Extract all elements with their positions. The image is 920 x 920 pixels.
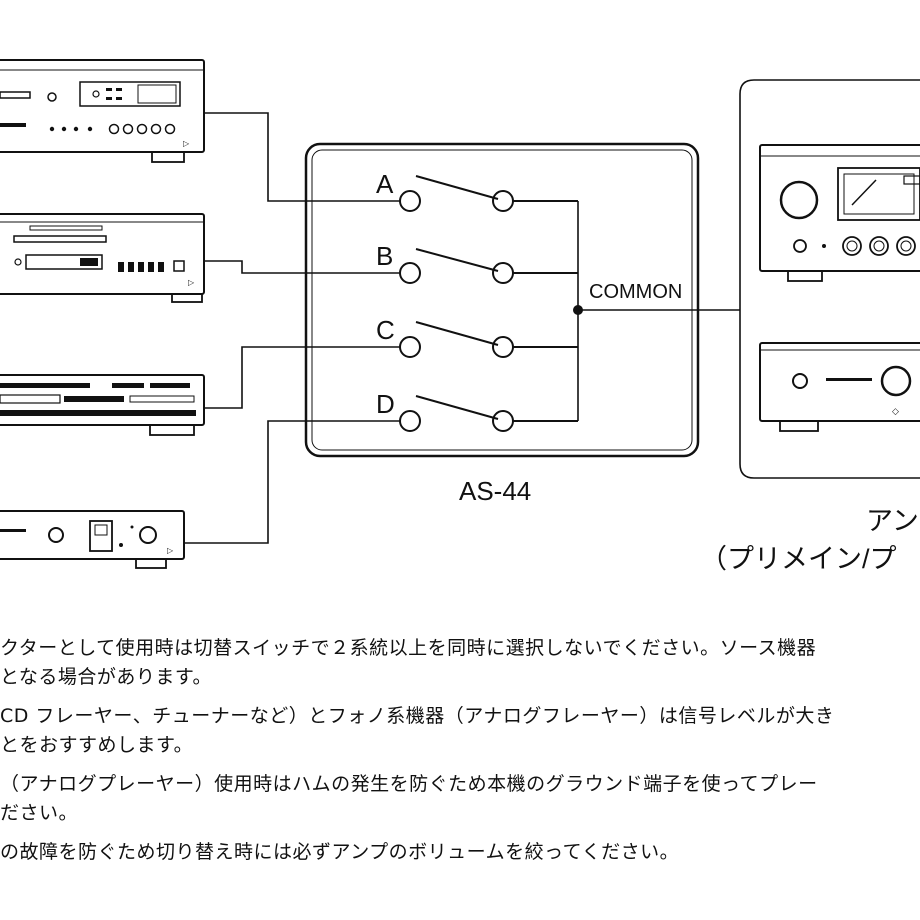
pre-amp: ◇ [759,342,920,432]
input-label-b: B [376,241,393,271]
integrated-amp [759,144,920,282]
source-device-1: ▷ [0,59,205,163]
input-wires [184,112,402,544]
source-device-2: ▷ [0,213,205,303]
note-line-1: クターとして使用時は切替スイッチで２系統以上を同時に選択しないでください。ソース… [0,637,817,659]
switch-box [304,142,740,458]
svg-text:▷: ▷ [167,546,174,555]
input-label-d: D [376,389,395,419]
amp-label-line2: （プリメイン/プ [700,544,897,574]
source-device-3 [0,374,205,436]
connection-diagram: ▷ ▷ [0,59,920,574]
switch-channel-a [399,175,578,212]
note-line-6: ださい。 [0,802,79,824]
switch-channel-b [399,248,578,284]
input-label-a: A [376,169,394,199]
model-label: AS-44 [459,476,531,506]
input-label-c: C [376,315,395,345]
note-line-4: とをおすすめします。 [0,734,194,756]
note-line-2: となる場合があります。 [0,666,213,688]
switch-channel-d [399,395,578,432]
amp-panel: ◇ [739,79,920,479]
source-device-4: ▷ [0,510,185,569]
amp-label-line1: アン [866,506,919,536]
common-label: COMMON [589,281,682,303]
svg-text:▷: ▷ [188,278,195,287]
note-line-3: CD フレーヤー、チューナーなど）とフォノ系機器（アナログフレーヤー）は信号レベ… [0,705,835,727]
switch-channel-c [399,321,578,358]
svg-text:▷: ▷ [183,139,190,148]
svg-text:◇: ◇ [892,407,899,417]
note-line-7: の故障を防ぐため切り替え時には必ずアンプのボリュームを絞ってください。 [0,841,680,863]
note-line-5: （アナログプレーヤー）使用時はハムの発生を防ぐため本機のグラウンド端子を使ってプ… [0,773,818,795]
